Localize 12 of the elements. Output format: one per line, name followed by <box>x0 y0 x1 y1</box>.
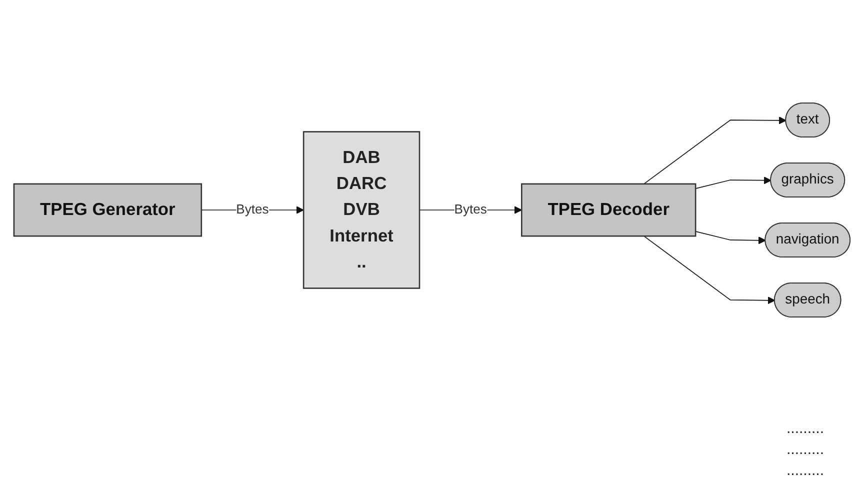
arrow <box>695 176 772 189</box>
arrow <box>643 236 776 304</box>
edge-label: Bytes <box>236 202 269 217</box>
node-box: TPEG Generator <box>13 183 202 237</box>
arrow <box>695 231 766 244</box>
ellipsis-note: ......... <box>786 462 824 479</box>
node-box: TPEG Decoder <box>521 183 696 237</box>
arrow <box>643 116 786 184</box>
node-box: DAB DARC DVB Internet .. <box>302 131 420 289</box>
ellipsis-note: ......... <box>786 441 824 458</box>
edge-label: Bytes <box>454 202 487 217</box>
ellipsis-note: ......... <box>786 420 824 437</box>
